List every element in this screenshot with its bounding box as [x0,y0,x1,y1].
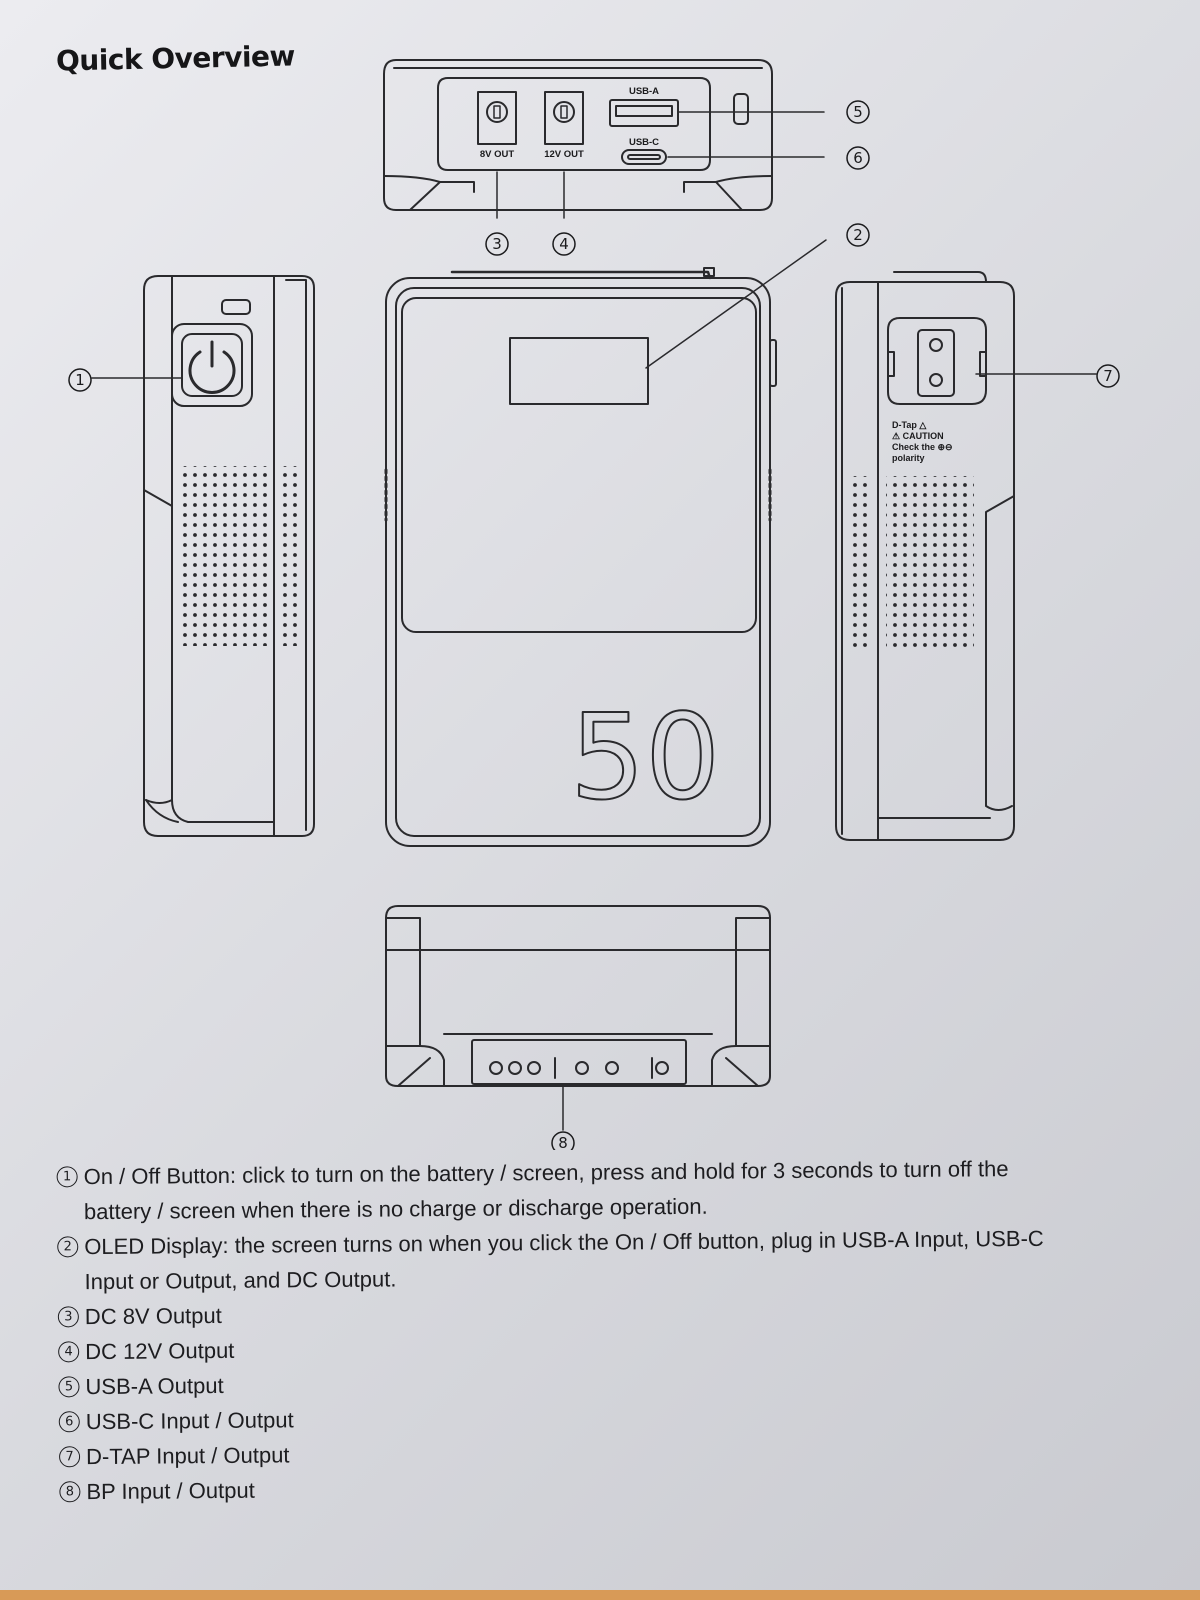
dtap-caution-line3: Check the ⊕⊖ [892,442,953,452]
front-view: 50 [384,267,777,847]
left-side-view [143,275,315,837]
svg-text:7: 7 [1103,367,1113,385]
usb-c-label: USB-C [629,137,659,148]
dc-8v-label: 8V OUT [480,149,515,160]
right-edge-grille [853,476,873,652]
right-speaker-grille [886,476,974,652]
description-text: OLED Display: the screen turns on when y… [84,1225,1044,1295]
svg-text:2: 2 [853,226,863,244]
power-button [171,323,253,407]
product-diagram: 50 [68,59,1120,1150]
svg-text:1: 1 [75,371,85,389]
right-side-view [835,271,1015,841]
dc-8v-port [477,91,517,145]
oled-display [509,337,649,405]
dtap-port [887,317,987,405]
svg-text:6: 6 [853,149,863,167]
capacity-number: 50 [570,688,720,826]
dtap-caution-line1: D-Tap △ [892,420,927,430]
svg-text:8: 8 [558,1134,568,1150]
dtap-caution-line2: ⚠ CAUTION [892,431,944,441]
led-indicator [221,299,251,315]
dc-12v-port [544,91,584,145]
description-marker: 6 [58,1411,80,1433]
description-marker: 7 [58,1446,81,1468]
description-marker: 4 [58,1341,80,1363]
description-text: BP Input / Output [86,1477,255,1505]
top-view [383,59,773,211]
left-speaker-grille [183,466,267,646]
description-marker: 3 [57,1306,79,1328]
page-bottom-edge [0,1590,1200,1600]
dc-12v-label: 12V OUT [544,149,584,160]
description-marker: 2 [57,1236,79,1258]
description-marker: 8 [59,1481,81,1503]
usb-c-port [621,149,667,165]
usb-a-label: USB-A [629,86,659,97]
bottom-view [385,905,771,1087]
svg-text:4: 4 [559,235,569,253]
description-text: On / Off Button: click to turn on the ba… [83,1156,1009,1225]
left-edge-grille [280,466,300,646]
top-clip-slot [733,93,749,125]
svg-text:3: 3 [492,235,502,253]
description-marker: 5 [58,1376,80,1398]
svg-text:5: 5 [853,103,863,121]
dtap-caution-line4: polarity [892,453,925,463]
bp-connector [471,1039,687,1085]
description-marker: 1 [56,1166,78,1188]
usb-a-port [609,99,679,127]
